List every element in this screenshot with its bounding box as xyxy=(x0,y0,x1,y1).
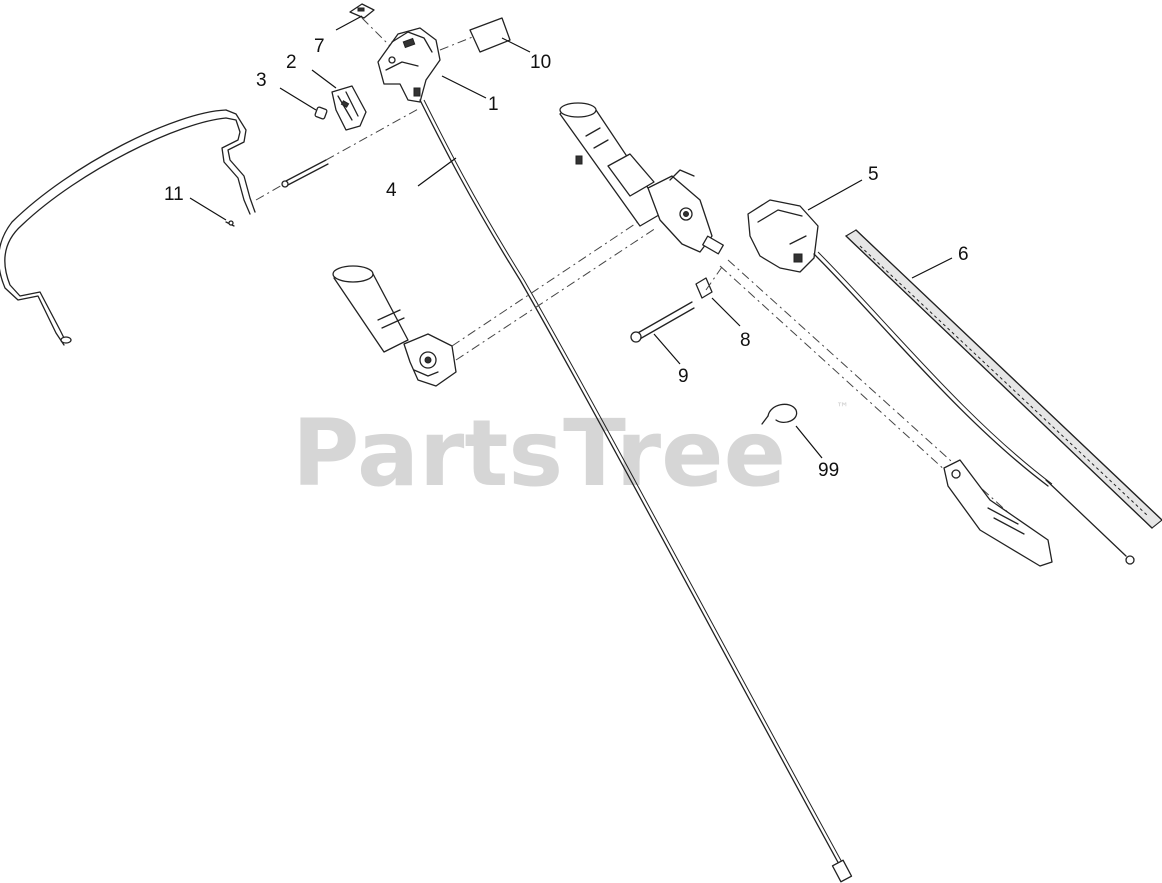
lower-right-handle-tube[interactable] xyxy=(943,459,1053,567)
callout-1: 1 xyxy=(488,94,499,115)
callout-7: 7 xyxy=(314,36,325,57)
callout-9: 9 xyxy=(678,366,689,387)
watermark: PartsTree ™ xyxy=(292,400,849,507)
watermark-trademark: ™ xyxy=(836,401,849,416)
callout-6: 6 xyxy=(958,244,969,265)
crossbar-dashed-guides xyxy=(451,213,1053,561)
part-7-clip[interactable] xyxy=(349,3,391,47)
part-5-shift-grip[interactable] xyxy=(747,199,1135,565)
callout-3: 3 xyxy=(256,70,267,91)
pivot-rod[interactable] xyxy=(255,107,421,201)
callout-99: 99 xyxy=(818,460,839,481)
part-6-spring-cover[interactable] xyxy=(845,229,1162,529)
callout-8: 8 xyxy=(740,330,751,351)
part-2-bracket[interactable] xyxy=(331,85,367,131)
lower-left-handle-tube[interactable] xyxy=(332,265,457,387)
part-99-cable-tie[interactable] xyxy=(761,403,798,425)
part-11-screw[interactable] xyxy=(225,220,235,227)
part-8-washer[interactable] xyxy=(695,263,725,299)
watermark-text: PartsTree xyxy=(292,400,786,507)
callout-4: 4 xyxy=(386,180,397,201)
part-1-control-head[interactable] xyxy=(377,27,481,103)
callout-2: 2 xyxy=(286,52,297,73)
callout-labels: 7 2 3 1 10 4 11 5 6 8 9 99 xyxy=(164,36,969,481)
part-3-screw[interactable] xyxy=(314,106,328,120)
callout-leaders xyxy=(189,15,953,459)
part-4-cable[interactable] xyxy=(419,99,853,883)
part-9-bolt[interactable] xyxy=(630,301,695,343)
part-10-decal[interactable] xyxy=(469,17,511,53)
upper-right-handle-tube[interactable] xyxy=(559,102,724,255)
part-bail-loop[interactable] xyxy=(0,109,256,346)
callout-10: 10 xyxy=(530,52,551,73)
callout-11: 11 xyxy=(164,184,184,205)
callout-5: 5 xyxy=(868,164,879,185)
